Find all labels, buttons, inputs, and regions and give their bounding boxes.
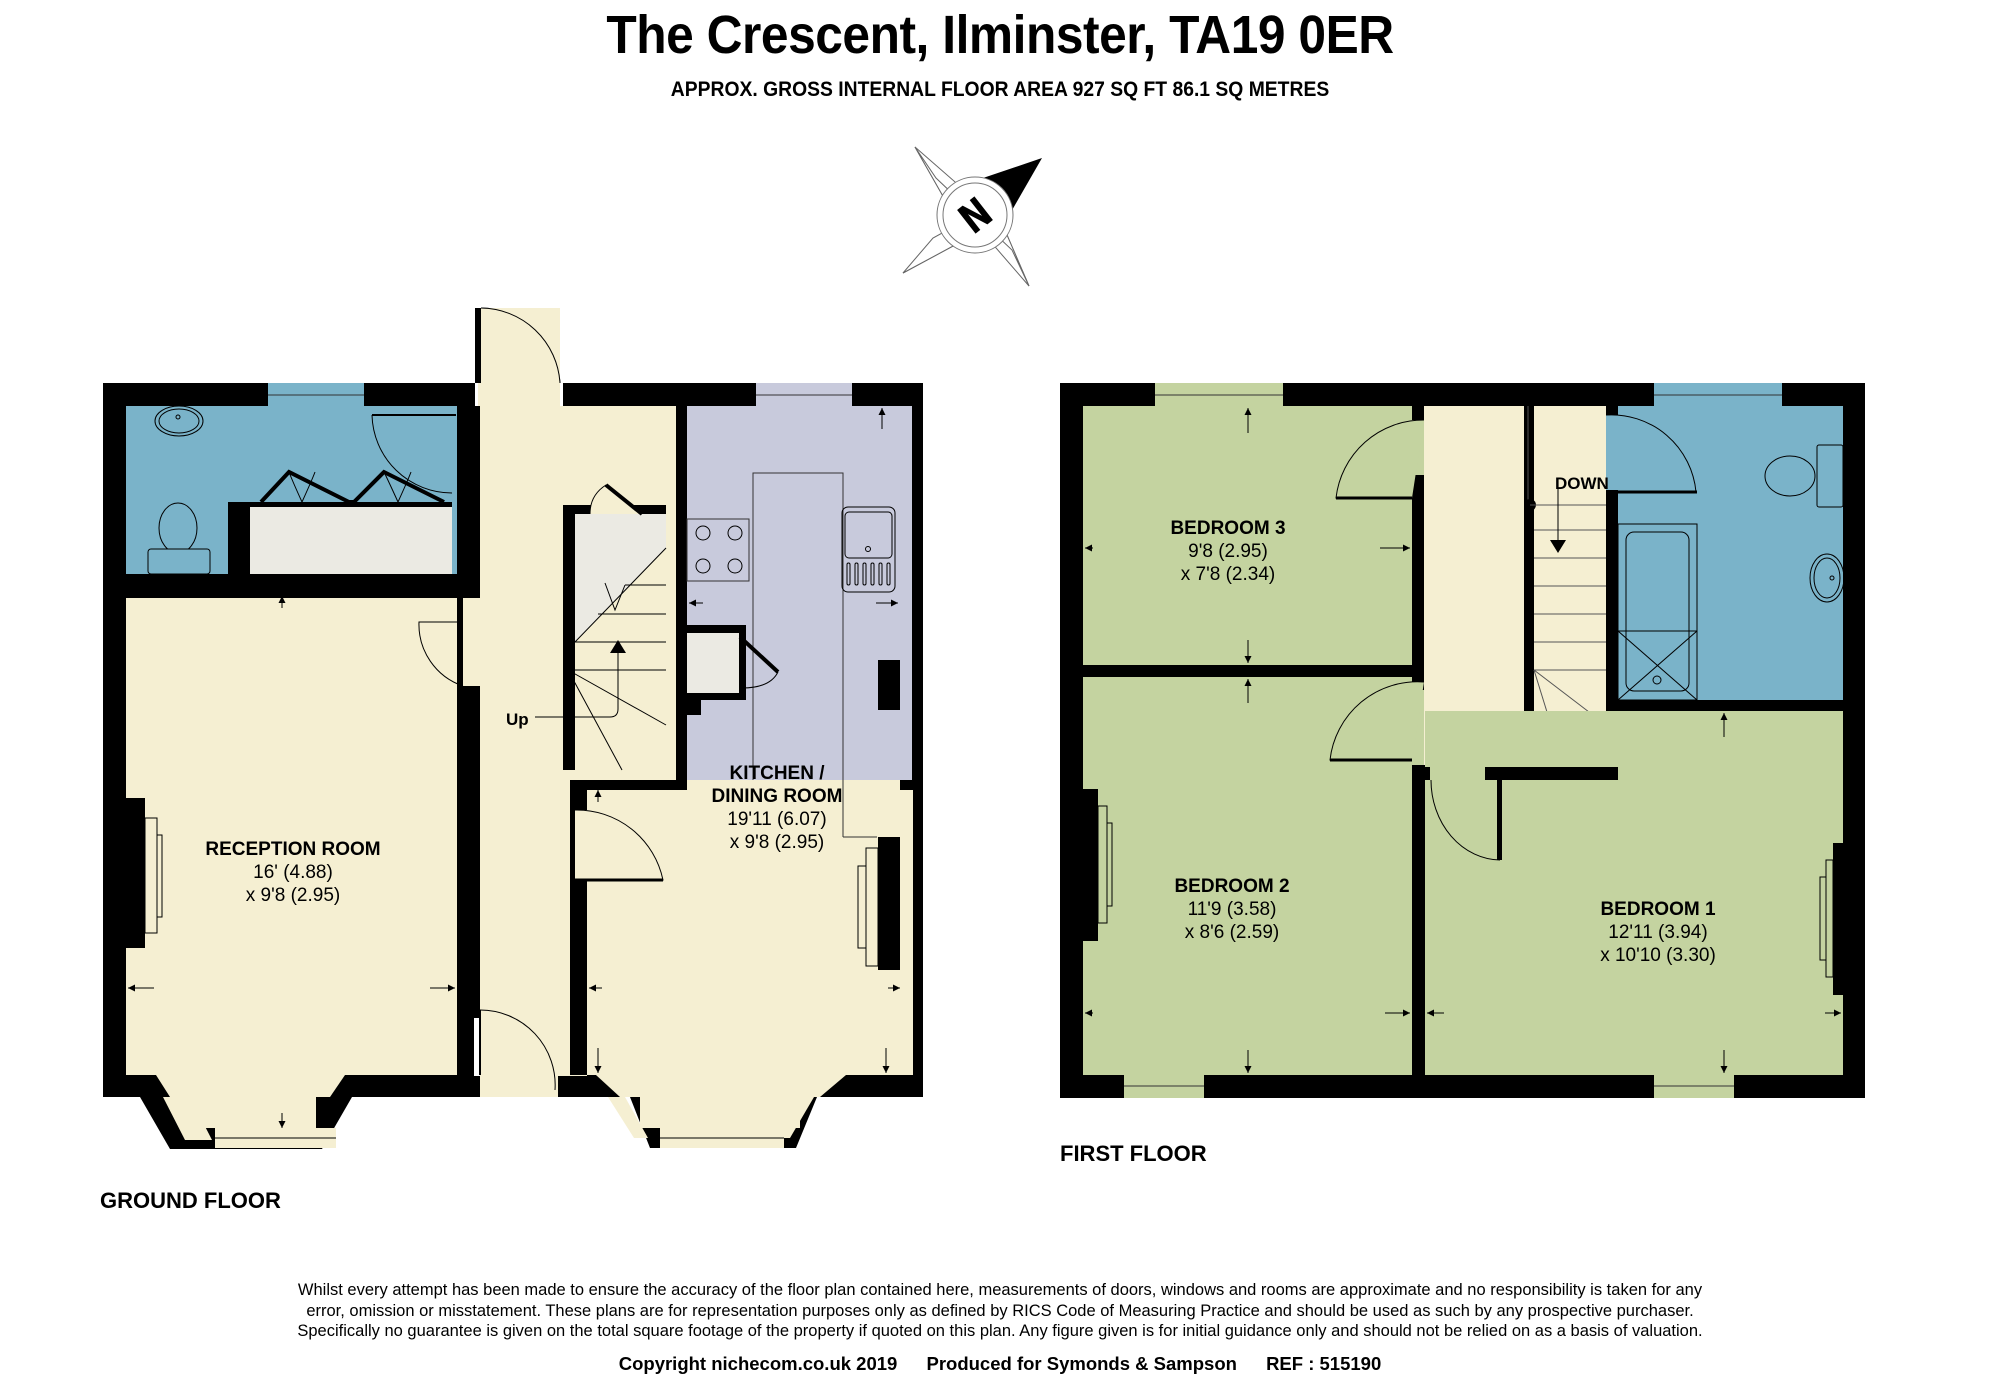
reference-number: REF : 515190 xyxy=(1266,1353,1382,1374)
room-name: BEDROOM 2 xyxy=(1174,876,1290,897)
room-dimension: x 8'6 (2.59) xyxy=(1184,922,1280,943)
reception-room-label: RECEPTION ROOM 16' (4.88) x 9'8 (2.95) xyxy=(205,838,380,907)
disclaimer: Whilst every attempt has been made to en… xyxy=(0,1280,2000,1342)
first-floor-label: FIRST FLOOR xyxy=(1060,1141,1207,1166)
room-name: BEDROOM 3 xyxy=(1170,518,1286,539)
room-name: RECEPTION ROOM xyxy=(205,839,381,860)
room-dimension: x 9'8 (2.95) xyxy=(245,885,341,906)
produced-for: Produced for Symonds & Sampson xyxy=(926,1353,1237,1374)
cupboard xyxy=(250,507,452,574)
stairs-down-label: DOWN xyxy=(1555,474,1609,493)
ground-floor-plan xyxy=(103,307,923,1149)
disclaimer-line: error, omission or misstatement. These p… xyxy=(306,1301,1694,1320)
first-bathroom xyxy=(1618,406,1843,700)
room-name: BEDROOM 1 xyxy=(1600,899,1716,920)
room-dimension: 16' (4.88) xyxy=(253,862,333,883)
kitchen-dining-label: KITCHEN / DINING ROOM 19'11 (6.07) x 9'8… xyxy=(712,762,843,854)
stairs-up-label: Up xyxy=(506,710,529,729)
copyright: Copyright nichecom.co.uk 2019 xyxy=(618,1353,898,1374)
bedroom-3 xyxy=(1083,406,1412,665)
bedroom-1-label: BEDROOM 1 12'11 (3.94) x 10'10 (3.30) xyxy=(1600,898,1716,967)
room-dimension: 19'11 (6.07) xyxy=(727,809,827,830)
first-floor-plan xyxy=(1060,383,1865,1098)
footer: Copyright nichecom.co.uk 2019 Produced f… xyxy=(0,1353,2000,1375)
room-dimension: 11'9 (3.58) xyxy=(1187,899,1277,920)
room-name: DINING ROOM xyxy=(711,786,843,807)
room-dimension: x 7'8 (2.34) xyxy=(1180,564,1276,585)
floor-area-subtitle: APPROX. GROSS INTERNAL FLOOR AREA 927 SQ… xyxy=(670,78,1330,101)
reception-room xyxy=(126,598,457,1075)
kitchen-area xyxy=(687,406,912,780)
disclaimer-line: Whilst every attempt has been made to en… xyxy=(297,1281,1703,1299)
ground-floor-label: GROUND FLOOR xyxy=(100,1188,281,1213)
north-compass-icon xyxy=(902,146,1042,287)
room-dimension: x 10'10 (3.30) xyxy=(1600,945,1716,966)
bedroom-2-label: BEDROOM 2 11'9 (3.58) x 8'6 (2.59) xyxy=(1174,875,1289,944)
landing xyxy=(1424,406,1524,768)
disclaimer-line: Specifically no guarantee is given on th… xyxy=(297,1322,1703,1340)
room-name: KITCHEN / xyxy=(729,763,825,784)
room-dimension: x 9'8 (2.95) xyxy=(729,832,825,853)
room-dimension: 12'11 (3.94) xyxy=(1608,922,1708,943)
page-title: The Crescent, Ilminster, TA19 0ER xyxy=(606,5,1394,65)
bedroom-3-label: BEDROOM 3 9'8 (2.95) x 7'8 (2.34) xyxy=(1170,517,1285,586)
room-dimension: 9'8 (2.95) xyxy=(1188,541,1268,562)
